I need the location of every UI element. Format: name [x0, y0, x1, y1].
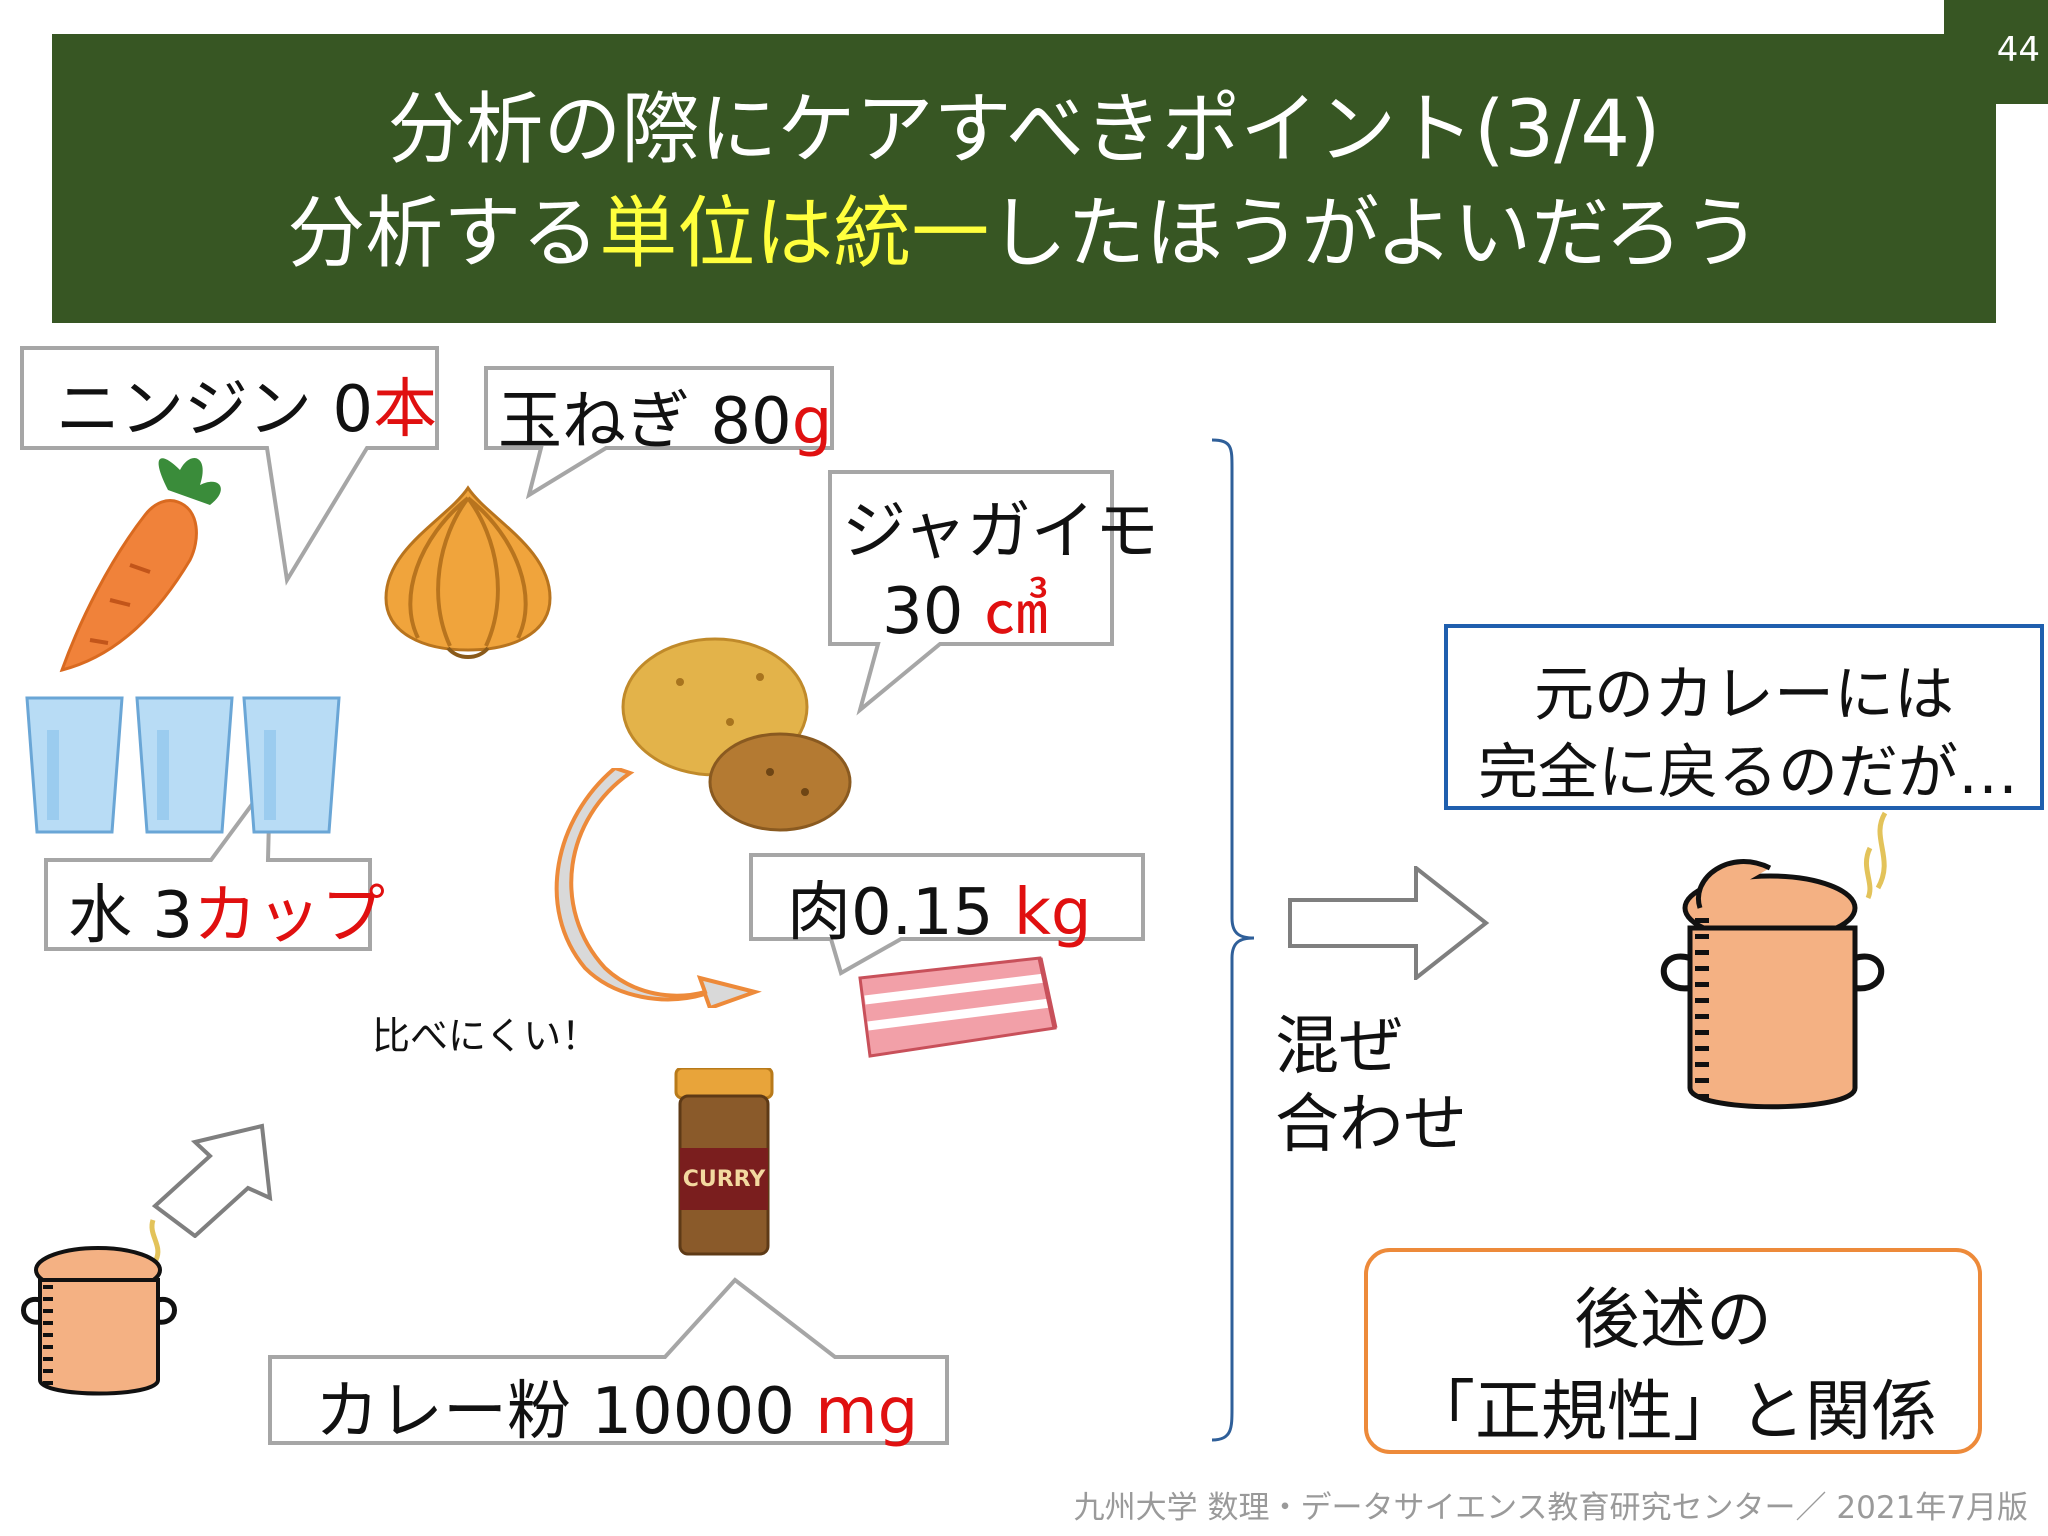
meat-unit: kg	[1013, 876, 1092, 950]
potato-label: 30 ㎤	[882, 560, 1048, 652]
water-label: 水 3カップ	[68, 864, 385, 956]
meat-label: 肉0.15 kg	[787, 861, 1092, 953]
potato-amount: 30	[882, 575, 984, 649]
water-callout-shape	[44, 773, 372, 951]
footer-credit: 九州大学 数理・データサイエンス教育研究センター／ 2021年7月版	[1073, 1490, 2028, 1526]
right-brace	[1211, 438, 1255, 1442]
page-number: 44	[1996, 30, 2040, 70]
potato-callout-shape	[828, 470, 1114, 716]
curry-powder-label: カレー粉 10000 mg	[315, 1360, 918, 1452]
title-bar: 分析の際にケアすべきポイント(3/4) 分析する単位は統一したほうがよいだろう	[52, 34, 1996, 323]
title-highlight: 単位は統一	[599, 189, 990, 279]
mix-label-line-2: 合わせ	[1275, 1088, 1467, 1162]
curry-jar-label: CURRY	[683, 1167, 767, 1192]
meat-amount: 肉0.15	[787, 876, 1014, 950]
meat-illustration	[858, 956, 1058, 1058]
curry-powder-callout-shape	[268, 1277, 949, 1445]
normalization-box: 後述の 「正規性」と関係	[1364, 1248, 1982, 1454]
onion-callout-shape	[484, 366, 834, 500]
title-line-2-before: 分析する	[287, 189, 600, 279]
mix-label: 混ぜ合わせ	[1275, 1008, 1467, 1164]
onion-label: 玉ねぎ 80g	[498, 370, 832, 462]
normalization-line-2: 「正規性」と関係	[1409, 1373, 1937, 1450]
curry-powder-unit: mg	[815, 1375, 919, 1449]
carrot-label: ニンジン 0本	[56, 358, 437, 450]
carrot-callout-shape	[20, 346, 439, 586]
small-up-arrow	[151, 1123, 273, 1238]
curry-powder-amount: カレー粉 10000	[315, 1375, 816, 1449]
meat-callout-shape	[749, 853, 1145, 976]
restore-box: 元のカレーには 完全に戻るのだが…	[1444, 624, 2044, 810]
curved-arrow	[554, 768, 762, 1008]
title-line-2: 分析する単位は統一したほうがよいだろう	[52, 186, 1996, 282]
carrot-amount: ニンジン 0	[56, 373, 374, 447]
hard-to-compare-label: 比べにくい！	[372, 1014, 600, 1058]
water-unit: カップ	[193, 879, 386, 953]
title-line-1: 分析の際にケアすべきポイント(3/4)	[387, 85, 1661, 175]
mix-label-line-1: 混ぜ	[1275, 1010, 1403, 1084]
water-glasses-illustration	[25, 696, 341, 834]
carrot-illustration	[59, 458, 221, 673]
carrot-unit: 本	[373, 373, 438, 447]
water-amount: 水 3	[68, 879, 194, 953]
potato-name: ジャガイモ	[842, 495, 1159, 569]
big-pot-illustration	[1660, 811, 1888, 1110]
curry-jar-illustration: CURRY	[674, 1068, 774, 1256]
potato-illustration	[621, 637, 852, 832]
restore-line-2: 完全に戻るのだが…	[1478, 738, 2018, 808]
restore-line-1: 元のカレーには	[1534, 660, 1954, 730]
onion-unit: g	[791, 385, 833, 459]
normalization-line-1: 後述の	[1574, 1281, 1772, 1358]
onion-amount: 玉ねぎ 80	[498, 385, 792, 459]
onion-illustration	[384, 485, 552, 659]
small-pot-illustration	[21, 1219, 177, 1396]
mix-arrow	[1288, 866, 1490, 980]
title-line-2-after: したほうがよいだろう	[989, 189, 1761, 279]
potato-unit: ㎤	[983, 575, 1048, 649]
